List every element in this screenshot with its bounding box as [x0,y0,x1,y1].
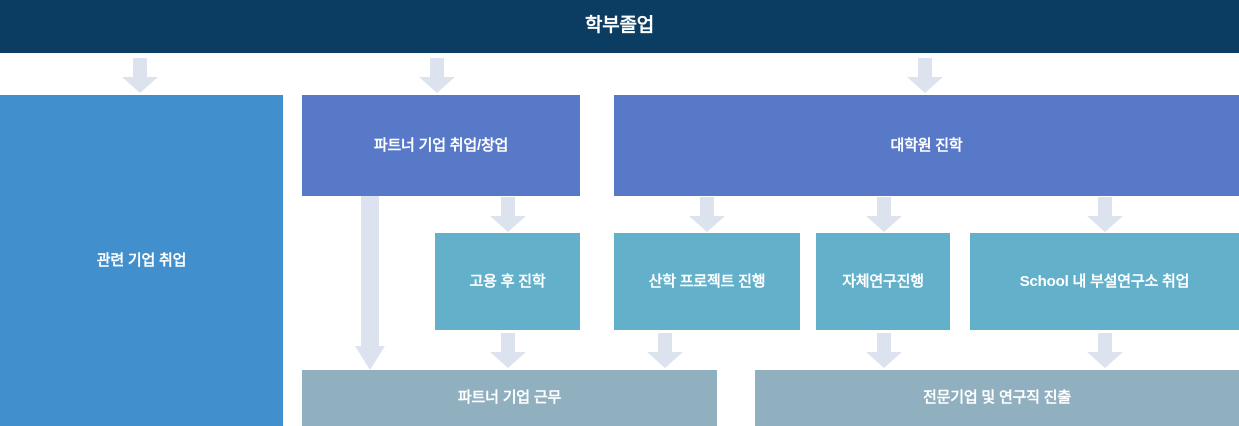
arrow-down-long-icon [355,196,385,370]
node-label: 고용 후 진학 [469,272,546,290]
node-own-research: 자체연구진행 [816,233,950,330]
node-label: 관련 기업 취업 [96,251,187,269]
node-label: 대학원 진학 [890,136,963,154]
arrow-down-icon [689,197,725,232]
node-study-after-employment: 고용 후 진학 [435,233,580,330]
arrow-down-icon [1087,333,1123,368]
arrow-down-icon [866,197,902,232]
node-graduate-school-admission: 대학원 진학 [614,95,1239,196]
node-industry-academia-project: 산학 프로젝트 진행 [614,233,800,330]
arrow-partner-company-to-partner-work [355,196,385,370]
arrow-down-icon [1087,197,1123,232]
arrow-partner-company-to-study-after-employment [490,197,526,232]
node-partner-company-employment-startup: 파트너 기업 취업/창업 [302,95,580,196]
arrow-down-icon [647,333,683,368]
arrow-header-to-partner-company [419,58,455,93]
node-label: 학부졸업 [584,15,655,37]
arrow-own-research-to-specialist-research [866,333,902,368]
arrow-down-icon [419,58,455,93]
node-school-affiliated-institute-employment: School 내 부설연구소 취업 [970,233,1239,330]
arrow-header-to-graduate-school [907,58,943,93]
node-specialist-company-research-career: 전문기업 및 연구직 진출 [755,370,1239,426]
arrow-school-institute-to-specialist-research [1087,333,1123,368]
arrow-industry-project-to-partner-work [647,333,683,368]
arrow-down-icon [490,197,526,232]
node-undergraduate-graduation: 학부졸업 [0,0,1239,53]
node-label: 전문기업 및 연구직 진출 [923,389,1071,407]
arrow-down-icon [866,333,902,368]
node-label: 파트너 기업 취업/창업 [373,136,509,154]
arrow-down-icon [122,58,158,93]
node-label: 자체연구진행 [842,272,924,290]
node-label: School 내 부설연구소 취업 [1019,272,1190,290]
arrow-graduate-school-to-industry-project [689,197,725,232]
arrow-header-to-related-company [122,58,158,93]
node-partner-company-work: 파트너 기업 근무 [302,370,717,426]
node-label: 파트너 기업 근무 [457,389,562,407]
node-label: 산학 프로젝트 진행 [648,272,766,290]
arrow-study-after-employment-to-partner-work [490,333,526,368]
arrow-graduate-school-to-own-research [866,197,902,232]
node-related-company-employment: 관련 기업 취업 [0,95,283,426]
arrow-down-icon [490,333,526,368]
arrow-graduate-school-to-school-institute [1087,197,1123,232]
arrow-down-icon [907,58,943,93]
